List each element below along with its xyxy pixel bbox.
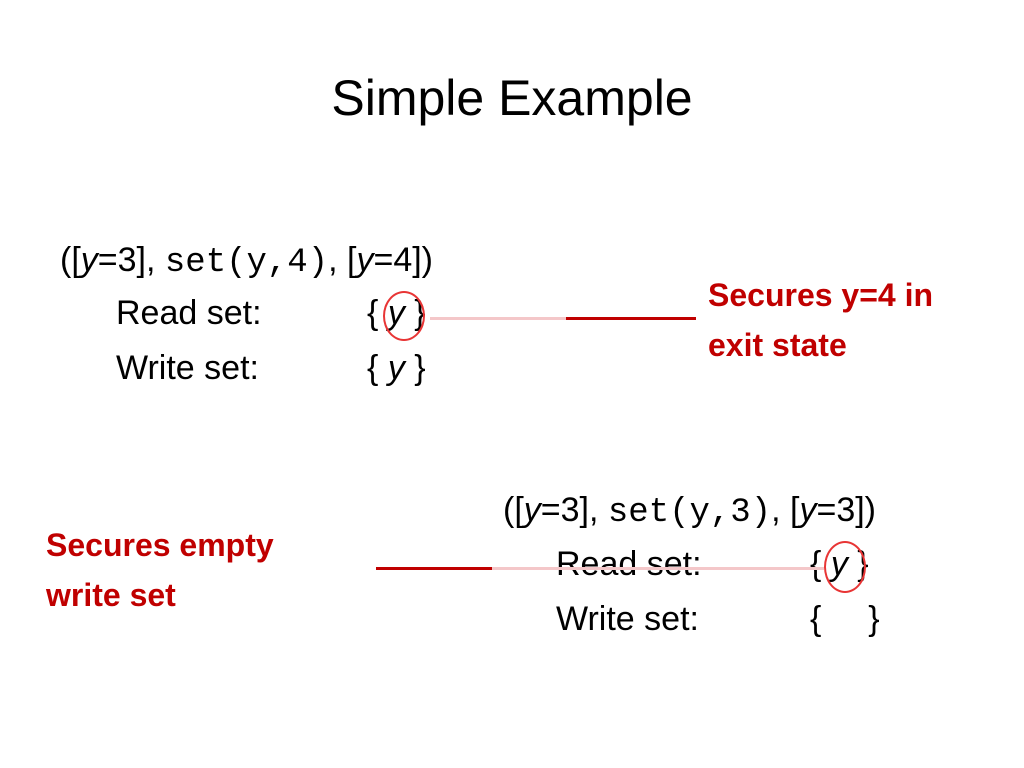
example2-write-set: { }: [810, 599, 880, 639]
example1-triple: ([y=3], set(y,4), [y=4]): [60, 240, 433, 283]
write-var: y: [387, 349, 405, 387]
triple-open: ([: [503, 491, 524, 529]
example2-callout: Secures empty write set: [46, 520, 274, 620]
slide-title: Simple Example: [331, 70, 693, 126]
triple-pre-rest: =3],: [97, 241, 165, 279]
callout-line-1: Secures y=4 in: [708, 277, 934, 313]
triple-pre-var: y: [80, 241, 98, 279]
write-open-brace: {: [810, 600, 822, 638]
triple-pre-rest: =3],: [540, 491, 608, 529]
example1-pointer-line: [566, 317, 696, 320]
example1-read-label: Read set:: [116, 294, 262, 332]
read-open-brace: {: [810, 545, 822, 583]
example1-read-circle: [383, 291, 425, 341]
example1-callout: Secures y=4 in exit state: [708, 270, 933, 370]
callout-line-2: write set: [46, 577, 176, 613]
example2-pointer-line: [376, 567, 492, 570]
read-open-brace: {: [367, 294, 379, 332]
triple-pre-var: y: [523, 491, 541, 529]
example2-read-label: Read set:: [556, 545, 702, 583]
example2-connector: [490, 567, 824, 570]
write-open-brace: {: [367, 349, 379, 387]
triple-post-var: y: [356, 241, 374, 279]
write-close-brace: }: [868, 600, 880, 638]
triple-open: ([: [60, 241, 81, 279]
example1-write-label: Write set:: [116, 349, 259, 387]
example2-write-label: Write set:: [556, 600, 699, 638]
triple-mid: , [: [771, 491, 800, 529]
triple-post-rest: =3]): [816, 491, 877, 529]
example2-read-circle: [824, 541, 866, 593]
write-close-brace: }: [414, 349, 426, 387]
example2-triple: ([y=3], set(y,3), [y=3]): [503, 490, 876, 533]
example1-connector: [430, 317, 568, 320]
callout-line-2: exit state: [708, 327, 847, 363]
triple-post-rest: =4]): [373, 241, 434, 279]
triple-code: set(y,3): [607, 494, 772, 532]
triple-code: set(y,4): [164, 244, 329, 282]
triple-mid: , [: [328, 241, 357, 279]
callout-line-1: Secures empty: [46, 527, 274, 563]
example1-write-set: { y }: [367, 348, 426, 388]
triple-post-var: y: [799, 491, 817, 529]
